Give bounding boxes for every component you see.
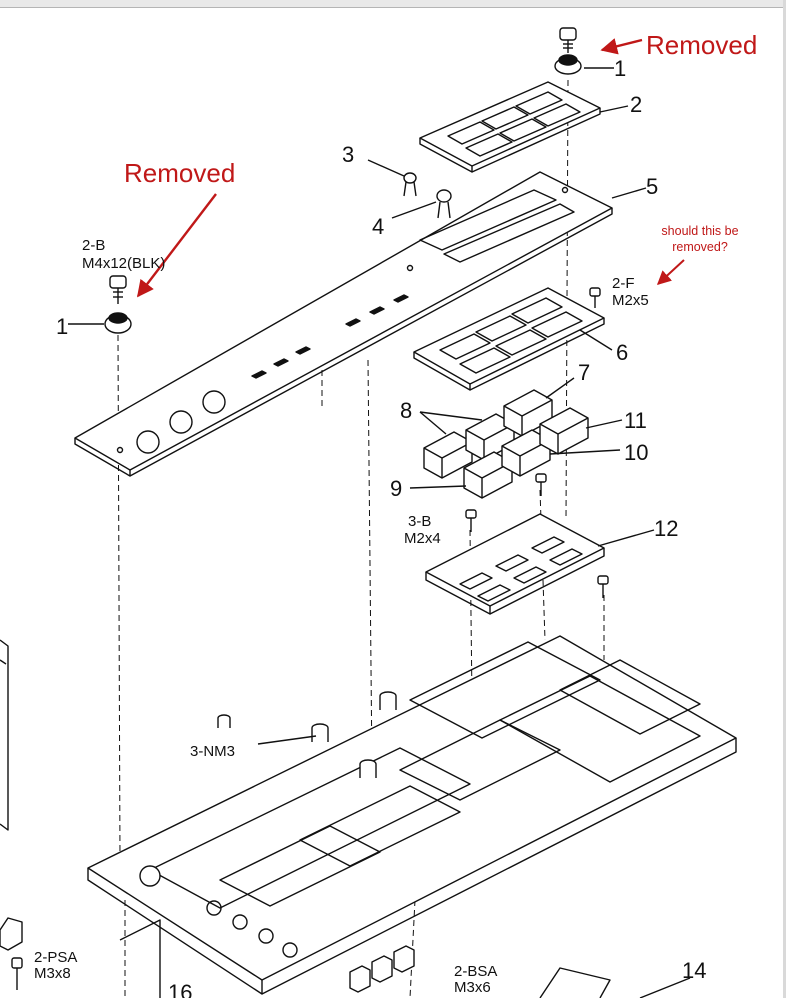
callout-2bsa-line-2: M3x6: [454, 979, 491, 996]
label-part-2: 2: [630, 92, 642, 117]
callout-2b-line-1: 2-B: [82, 237, 105, 254]
window-top-edge: [0, 0, 786, 8]
part-5-front-panel: [74, 171, 647, 477]
main-chassis: [87, 635, 737, 995]
label-part-3: 3: [342, 142, 354, 167]
label-part-4: 4: [372, 214, 384, 239]
part-4-led: [391, 189, 452, 219]
part-12-circuit-board: [425, 513, 655, 615]
label-part-5: 5: [646, 174, 658, 199]
callout-3b-line-2: M2x4: [404, 530, 441, 547]
label-part-12: 12: [654, 516, 678, 541]
part-2-button-frame: [419, 81, 629, 173]
label-part-10: 10: [624, 440, 648, 465]
key-caps-7-11: [409, 377, 623, 499]
side-bracket-left: [0, 639, 9, 831]
callout-2f-line-2: M2x5: [612, 292, 649, 309]
label-part-16: 16: [168, 980, 192, 998]
callout-2bsa-line-1: 2-BSA: [454, 963, 497, 980]
label-part-1-top: 1: [614, 56, 626, 81]
label-part-8: 8: [400, 398, 412, 423]
callout-3b-line-1: 3-B: [408, 513, 431, 530]
part-1-left-screw-cap: [68, 275, 132, 334]
screws-3b: [465, 473, 609, 598]
bottom-parts: [0, 917, 691, 998]
annotation-arrows: [136, 38, 685, 298]
window-right-edge: [783, 0, 786, 998]
label-part-1-left: 1: [56, 314, 68, 339]
callout-2f-line-1: 2-F: [612, 275, 635, 292]
callout-3n: 3-NM3: [190, 743, 235, 760]
annotation-removed-top: Removed: [646, 30, 757, 60]
part-1-top-screw-cap: [554, 27, 614, 75]
label-part-14: 14: [682, 958, 706, 983]
part-6-button-frame: [413, 287, 613, 391]
label-part-7: 7: [578, 360, 590, 385]
callout-2b-line-2: M4x12(BLK): [82, 255, 165, 272]
part-3-led: [367, 159, 417, 197]
screw-2f: [589, 287, 601, 308]
label-part-6: 6: [616, 340, 628, 365]
label-part-9: 9: [390, 476, 402, 501]
annotation-question-line-2: removed?: [672, 240, 728, 254]
annotation-question-line-1: should this be: [661, 224, 738, 238]
annotation-removed-left: Removed: [124, 158, 235, 188]
callout-2psa-line-1: 2-PSA: [34, 949, 77, 966]
callout-2psa-line-2: M3x8: [34, 965, 71, 982]
label-part-11: 11: [624, 408, 647, 433]
